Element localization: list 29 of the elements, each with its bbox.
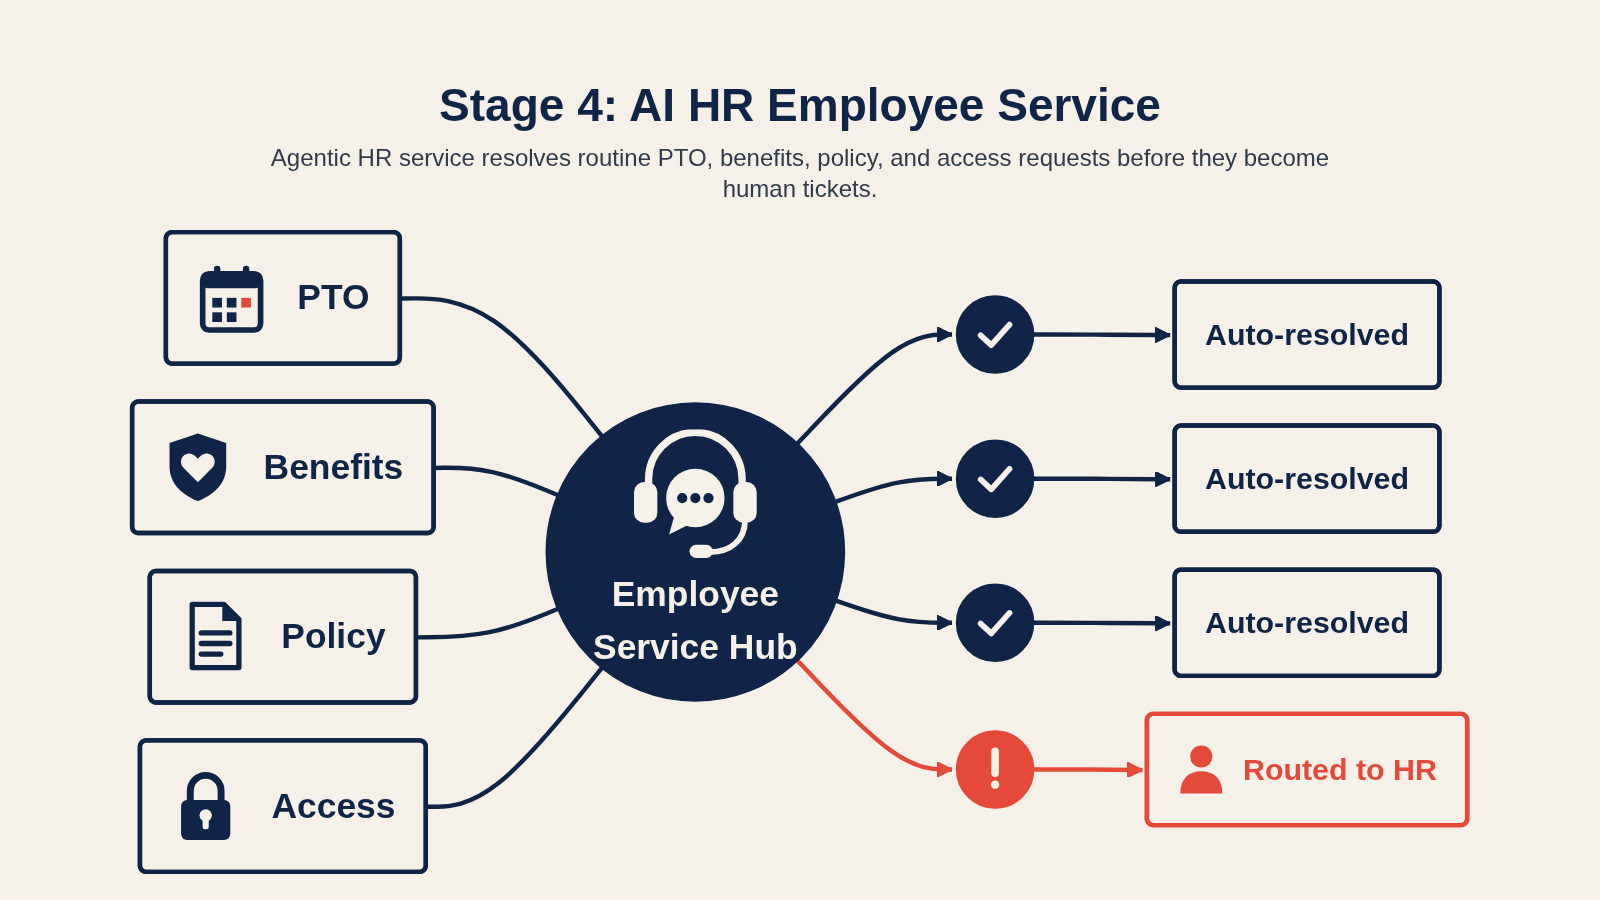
arrow bbox=[795, 658, 954, 778]
outcome-label: Routed to HR bbox=[1243, 751, 1438, 786]
outcome-box: Auto-resolved bbox=[1172, 567, 1442, 679]
connector-line bbox=[434, 465, 560, 498]
status-circle bbox=[956, 583, 1035, 663]
outcome-box bbox=[1145, 711, 1470, 828]
category-label: Access bbox=[271, 785, 396, 826]
outcome-box: Auto-resolved bbox=[1172, 423, 1442, 534]
subtitle: Agentic HR service resolves routine PTO, benefits, policy, and access requests before they become human tickets. bbox=[269, 143, 1331, 205]
category-box bbox=[130, 399, 437, 536]
arrow bbox=[834, 470, 954, 505]
status-circle bbox=[956, 730, 1035, 809]
arrow bbox=[1033, 614, 1172, 632]
status-circle bbox=[956, 295, 1035, 374]
arrow bbox=[1033, 761, 1144, 779]
title: Stage 4: AI HR Employee Service bbox=[439, 78, 1161, 132]
category-label: PTO bbox=[297, 277, 370, 317]
arrow bbox=[1033, 326, 1172, 344]
hub-label: Employee Service Hub bbox=[592, 573, 799, 670]
category-box bbox=[164, 229, 403, 366]
arrow bbox=[1033, 470, 1172, 488]
status-circle bbox=[956, 439, 1035, 518]
hub-circle bbox=[545, 402, 846, 702]
category-label: Policy bbox=[281, 616, 386, 656]
outcome-box: Auto-resolved bbox=[1172, 279, 1442, 390]
arrow bbox=[795, 326, 954, 446]
category-box bbox=[147, 568, 419, 705]
category-box bbox=[138, 738, 429, 875]
category-label: Benefits bbox=[263, 447, 404, 487]
